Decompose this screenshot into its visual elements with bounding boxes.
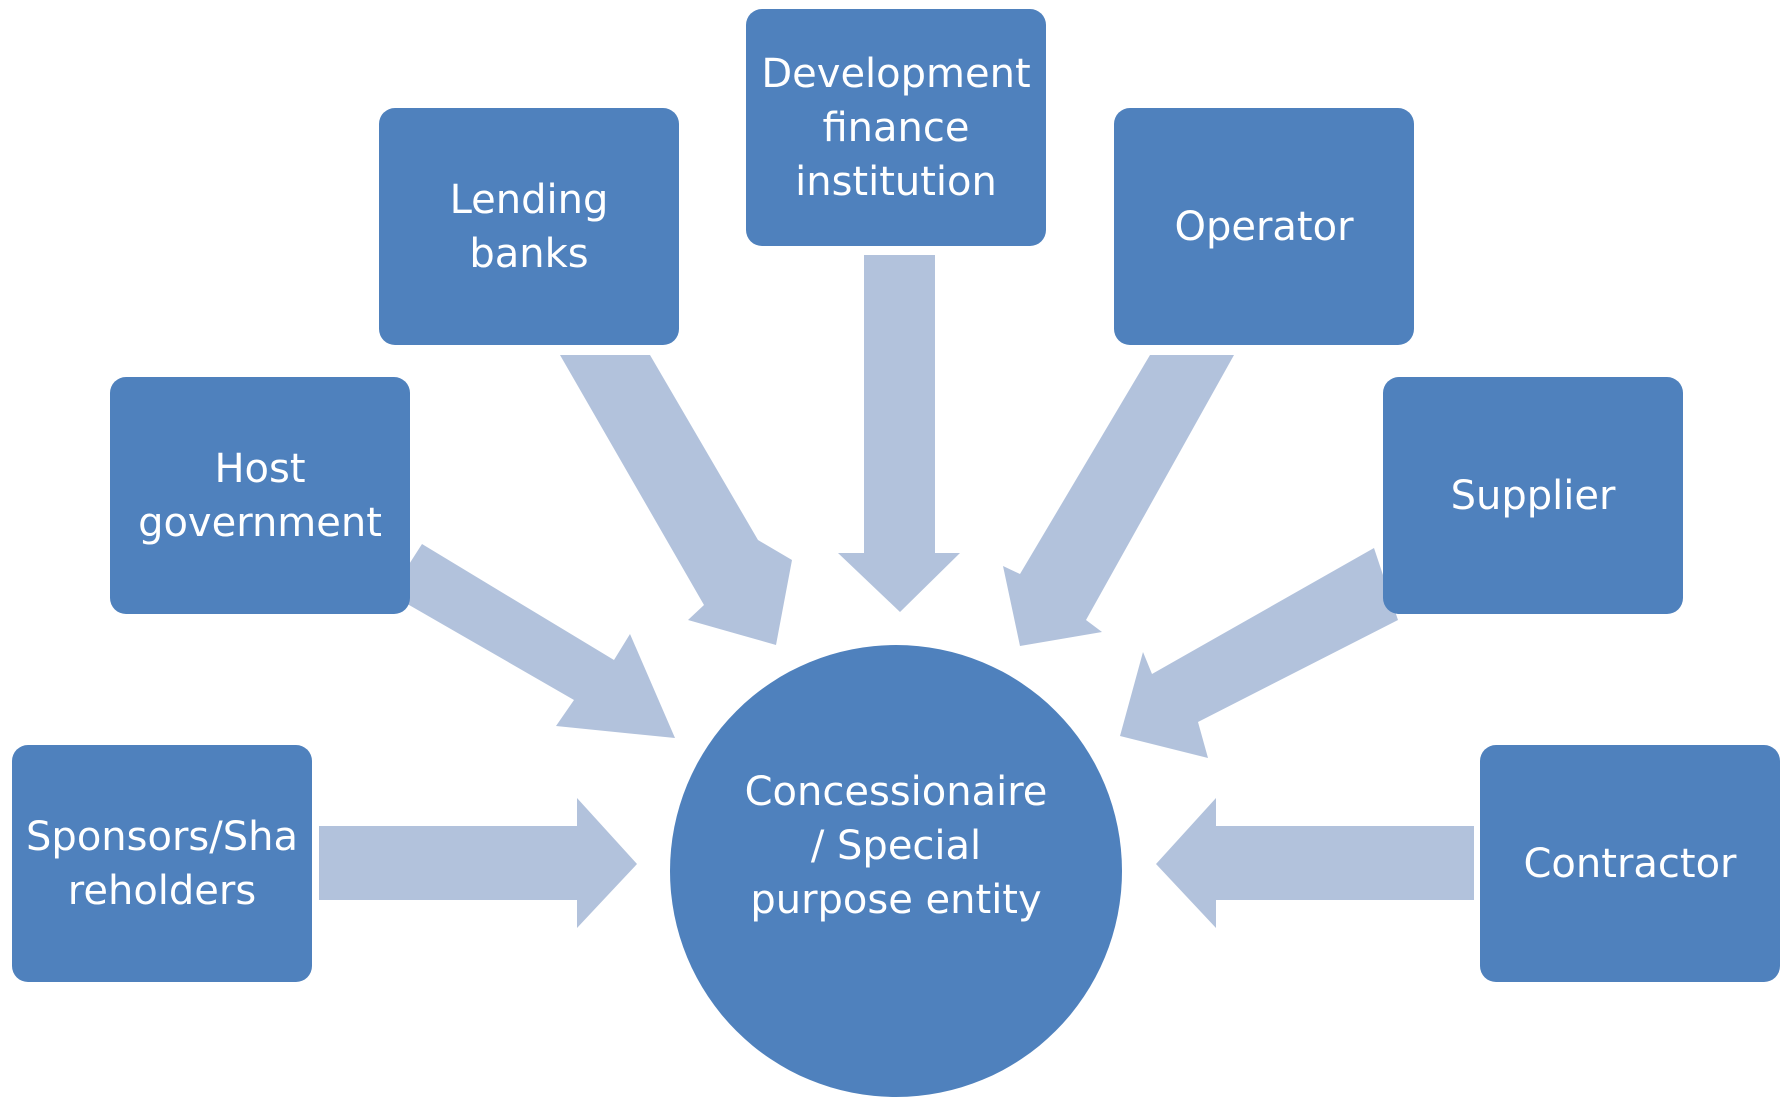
node-supplier-label: Supplier — [1450, 472, 1616, 519]
arrow-development-finance — [838, 255, 960, 612]
arrow-supplier — [1120, 548, 1398, 758]
node-development-finance: Development finance institution — [746, 9, 1046, 246]
node-operator: Operator — [1114, 108, 1414, 345]
node-host-government-label: Host government — [138, 445, 382, 546]
node-contractor: Contractor — [1480, 745, 1780, 982]
node-lending-banks-label: Lending banks — [449, 176, 609, 277]
node-center-label: Concessionaire / Special purpose entity — [744, 769, 1048, 923]
arrow-sponsors — [319, 798, 637, 928]
node-sponsors: Sponsors/Sha reholders — [12, 745, 312, 982]
stakeholder-diagram: Sponsors/Sha reholders Host government L… — [12, 9, 1780, 1097]
arrow-contractor — [1156, 798, 1474, 928]
node-development-finance-label: Development finance institution — [761, 50, 1031, 205]
node-contractor-label: Contractor — [1523, 840, 1737, 887]
arrow-layer — [319, 255, 1474, 928]
node-lending-banks: Lending banks — [379, 108, 679, 345]
arrow-lending-banks — [560, 355, 792, 645]
arrow-host-government — [390, 544, 675, 738]
node-supplier: Supplier — [1383, 377, 1683, 614]
node-center-concessionaire: Concessionaire / Special purpose entity — [670, 645, 1122, 1097]
node-sponsors-label: Sponsors/Sha reholders — [26, 813, 298, 914]
node-host-government: Host government — [110, 377, 410, 614]
node-operator-label: Operator — [1174, 203, 1354, 250]
arrow-operator — [1003, 355, 1234, 646]
